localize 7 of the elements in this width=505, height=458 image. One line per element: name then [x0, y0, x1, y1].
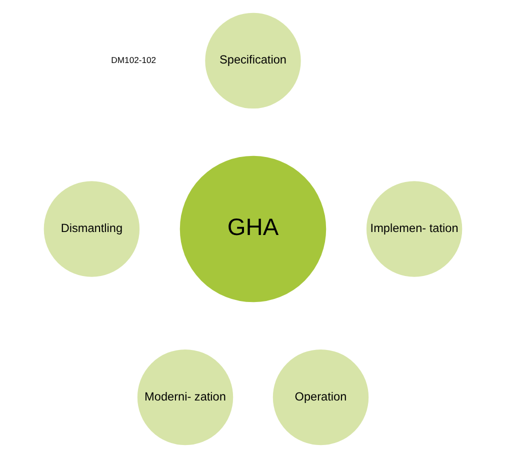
label: DM102-102 [110, 54, 156, 65]
node-circle: Operation [271, 348, 370, 446]
node-circle: Dismantling [42, 180, 140, 278]
node-circle: GHA [178, 154, 327, 304]
node-circle: Implemen- tation [364, 180, 463, 278]
node-circle: Specification [204, 12, 302, 110]
node-circle: Moderni- zation [136, 348, 234, 446]
